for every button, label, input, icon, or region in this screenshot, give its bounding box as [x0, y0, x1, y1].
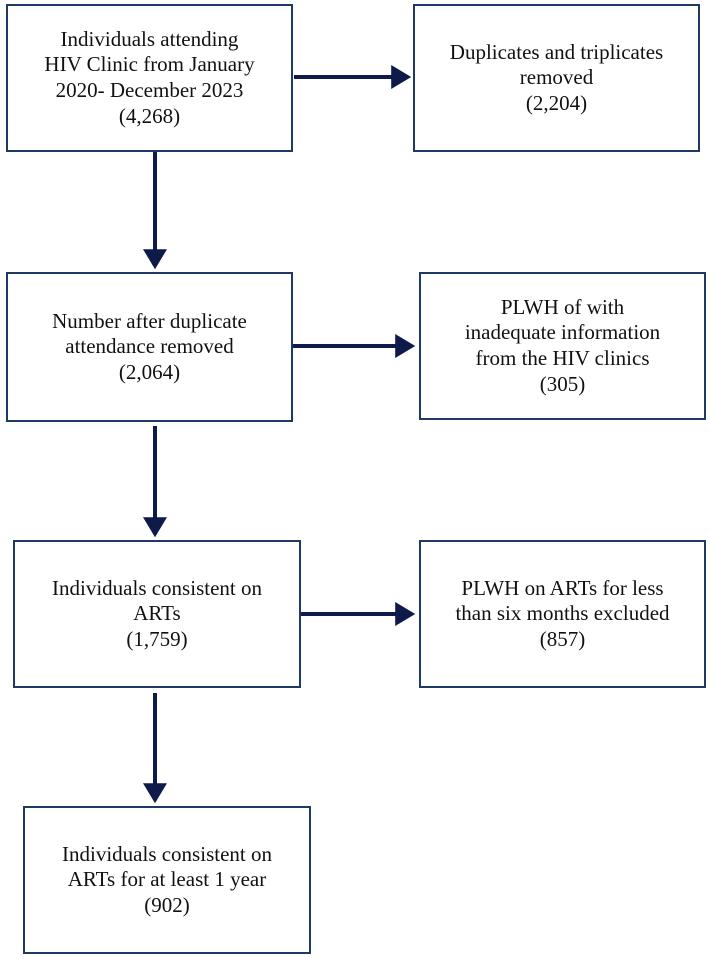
- box-count: (2,064): [118, 359, 181, 384]
- box-line: Individuals consistent on: [62, 841, 272, 866]
- box-inadequate-information: PLWH of with inadequate information from…: [419, 272, 706, 420]
- box-at-least-one-year: Individuals consistent on ARTs for at le…: [23, 806, 311, 954]
- box-duplicates-removed: Duplicates and triplicates removed (2,20…: [413, 4, 700, 152]
- box-less-than-six-months: PLWH on ARTs for less than six months ex…: [419, 540, 706, 688]
- box-line: Duplicates and triplicates: [449, 39, 664, 64]
- box-individuals-attending: Individuals attending HIV Clinic from Ja…: [6, 4, 293, 152]
- box-line: HIV Clinic from January: [44, 52, 255, 77]
- box-line: than six months excluded: [455, 601, 670, 626]
- box-line: attendance removed: [65, 334, 234, 359]
- box-line: 2020- December 2023: [55, 78, 244, 102]
- box-count: (1,759): [126, 626, 188, 651]
- box-line: from the HIV clinics: [475, 346, 650, 370]
- box-line: ARTs for at least 1 year: [67, 867, 267, 892]
- box-count: (902): [144, 892, 190, 917]
- box-line: inadequate information: [464, 320, 661, 345]
- box-count: (857): [539, 626, 586, 651]
- box-line: Individuals attending: [60, 26, 239, 51]
- box-line: Number after duplicate: [52, 308, 247, 333]
- box-count: (305): [539, 371, 586, 396]
- box-line: PLWH of with: [500, 294, 625, 319]
- box-line: removed: [519, 65, 594, 90]
- box-line: Individuals consistent on: [52, 575, 262, 600]
- box-count: (4,268): [118, 103, 181, 128]
- box-consistent-on-arts: Individuals consistent on ARTs (1,759): [13, 540, 301, 688]
- box-after-duplicates: Number after duplicate attendance remove…: [6, 272, 293, 422]
- box-line: PLWH on ARTs for less: [461, 575, 664, 600]
- box-line: ARTs: [133, 601, 181, 626]
- box-count: (2,204): [525, 90, 588, 115]
